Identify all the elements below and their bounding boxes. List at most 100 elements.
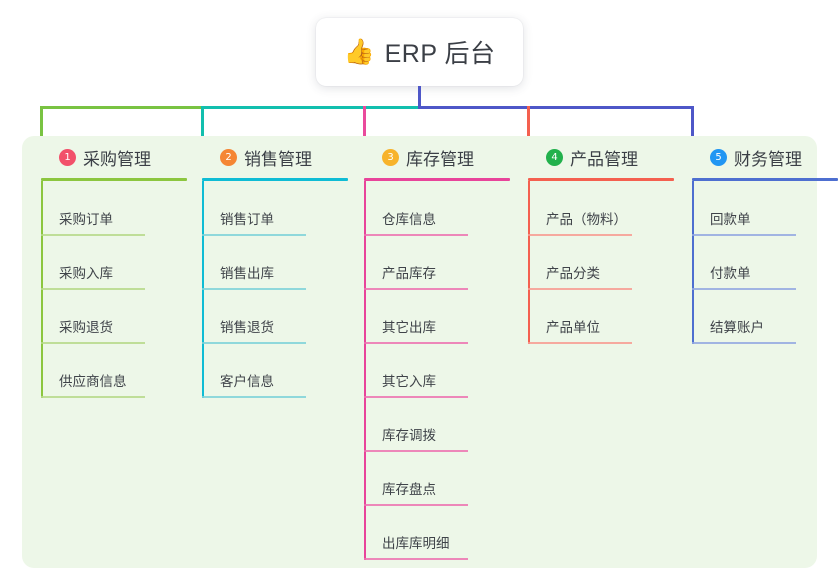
list-item-rule [528, 234, 632, 236]
column-badge-1: 1 [59, 148, 76, 166]
list-item[interactable]: 库存调拨 [364, 398, 468, 452]
column-header-rule-3 [364, 178, 510, 181]
list-item-label: 采购入库 [59, 266, 113, 281]
list-item[interactable]: 销售订单 [202, 182, 306, 236]
column-header-1[interactable]: 1 采购管理 [41, 142, 151, 172]
list-item-label: 回款单 [710, 212, 751, 227]
column-badge-5: 5 [710, 148, 727, 166]
column-3: 3 库存管理仓库信息产品库存其它出库其它入库库存调拨库存盘点出库库明细 [364, 142, 510, 560]
column-title-3: 库存管理 [406, 149, 474, 169]
list-item-rule [41, 288, 145, 290]
column-header-4[interactable]: 4 产品管理 [528, 142, 638, 172]
list-item-rule [364, 450, 468, 452]
list-item[interactable]: 库存盘点 [364, 452, 468, 506]
list-item[interactable]: 回款单 [692, 182, 796, 236]
list-item-label: 结算账户 [710, 320, 764, 335]
list-item-rule [41, 234, 145, 236]
list-item[interactable]: 采购退货 [41, 290, 145, 344]
column-title-2: 销售管理 [244, 149, 312, 169]
list-item-label: 付款单 [710, 266, 751, 281]
list-item-label: 采购退货 [59, 320, 113, 335]
column-4: 4 产品管理产品（物料） 产品分类产品单位 [528, 142, 674, 344]
column-header-2[interactable]: 2 销售管理 [202, 142, 312, 172]
column-spine-5 [692, 181, 694, 344]
column-header-rule-1 [41, 178, 187, 181]
list-item-rule [202, 288, 306, 290]
columns-panel [22, 136, 817, 568]
column-1: 1 采购管理采购订单采购入库采购退货供应商信息 [41, 142, 187, 398]
list-item-label: 仓库信息 [382, 212, 436, 227]
trunk-segment-1 [39, 106, 204, 109]
list-item-label: 其它出库 [382, 320, 436, 335]
list-item-rule [692, 234, 796, 236]
column-title-5: 财务管理 [734, 149, 802, 169]
column-header-3[interactable]: 3 库存管理 [364, 142, 474, 172]
list-item[interactable]: 其它入库 [364, 344, 468, 398]
column-badge-2: 2 [220, 148, 237, 166]
list-item[interactable]: 结算账户 [692, 290, 796, 344]
list-item-rule [41, 342, 145, 344]
list-item-label: 销售出库 [220, 266, 274, 281]
column-drop-line-5 [690, 106, 694, 144]
list-item-label: 出库库明细 [382, 536, 450, 551]
list-item[interactable]: 客户信息 [202, 344, 306, 398]
list-item-label: 库存盘点 [382, 482, 436, 497]
list-item[interactable]: 采购入库 [41, 236, 145, 290]
list-item-label: 其它入库 [382, 374, 436, 389]
trunk-segment-3 [417, 106, 694, 109]
column-spine-3 [364, 181, 366, 560]
list-item-rule [202, 234, 306, 236]
list-item-label: 销售退货 [220, 320, 274, 335]
list-item[interactable]: 付款单 [692, 236, 796, 290]
root-stem-line [417, 86, 421, 109]
list-item[interactable]: 产品库存 [364, 236, 468, 290]
list-item-rule [528, 342, 632, 344]
list-item-rule [364, 342, 468, 344]
list-item-rule [41, 396, 145, 398]
list-item-label: 产品（物料） [546, 212, 627, 227]
list-item-rule [364, 558, 468, 560]
list-item[interactable]: 产品单位 [528, 290, 632, 344]
list-item[interactable]: 采购订单 [41, 182, 145, 236]
list-item[interactable]: 出库库明细 [364, 506, 468, 560]
list-item[interactable]: 仓库信息 [364, 182, 468, 236]
list-item[interactable]: 产品分类 [528, 236, 632, 290]
list-item-rule [202, 342, 306, 344]
list-item-label: 库存调拨 [382, 428, 436, 443]
column-title-4: 产品管理 [570, 149, 638, 169]
list-item-rule [692, 288, 796, 290]
thumbs-up-icon: 👍 [343, 37, 375, 66]
list-item-label: 销售订单 [220, 212, 274, 227]
list-item-rule [364, 234, 468, 236]
list-item-label: 供应商信息 [59, 374, 127, 389]
list-item[interactable]: 其它出库 [364, 290, 468, 344]
list-item[interactable]: 销售出库 [202, 236, 306, 290]
column-header-rule-2 [202, 178, 348, 181]
list-item[interactable]: 供应商信息 [41, 344, 145, 398]
column-badge-3: 3 [382, 148, 399, 166]
column-drop-line-4 [526, 106, 530, 144]
list-item-rule [202, 396, 306, 398]
column-badge-4: 4 [546, 148, 563, 166]
column-drop-line-1 [39, 106, 43, 144]
list-item-label: 产品单位 [546, 320, 600, 335]
list-item-rule [364, 396, 468, 398]
list-item[interactable]: 销售退货 [202, 290, 306, 344]
column-drop-line-3 [362, 106, 366, 144]
list-item-rule [528, 288, 632, 290]
column-header-5[interactable]: 5 财务管理 [692, 142, 802, 172]
column-5: 5 财务管理回款单付款单结算账户 [692, 142, 838, 344]
column-title-1: 采购管理 [83, 149, 151, 169]
column-spine-4 [528, 181, 530, 344]
column-header-rule-4 [528, 178, 674, 181]
root-node-title: ERP 后台 [384, 40, 496, 68]
trunk-segment-2 [200, 106, 421, 109]
list-item-label: 产品分类 [546, 266, 600, 281]
list-item-rule [364, 288, 468, 290]
list-item-label: 采购订单 [59, 212, 113, 227]
column-2: 2 销售管理销售订单销售出库销售退货客户信息 [202, 142, 348, 398]
list-item[interactable]: 产品（物料） [528, 182, 632, 236]
list-item-rule [692, 342, 796, 344]
root-node-card[interactable]: 👍 ERP 后台 [316, 18, 523, 86]
